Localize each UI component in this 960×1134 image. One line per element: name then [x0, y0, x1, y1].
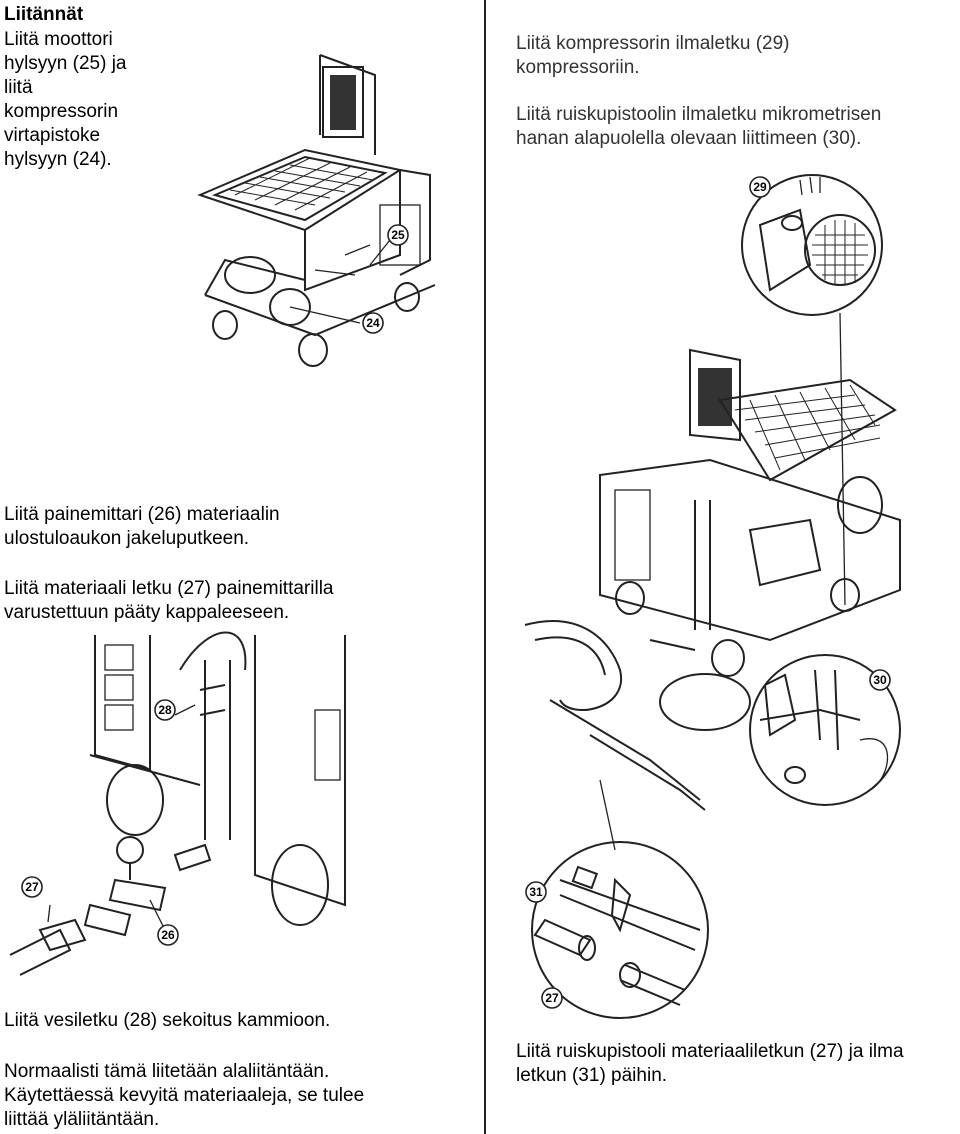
compressor-detail-illustration: 29: [741, 174, 883, 606]
svg-text:25: 25: [391, 228, 405, 242]
instruction-line: Liitä ruiskupistoolin ilmaletku mikromet…: [516, 104, 882, 125]
instruction-line: hanan alapuolella olevaan liittimeen (30…: [516, 128, 862, 149]
callout-25: 25: [387, 224, 409, 246]
instruction-line: Normaalisti tämä liitetään alaliitäntään…: [4, 1061, 330, 1082]
intro-line: Liitä moottori: [4, 29, 113, 50]
compressor-hose-instruction: Liitä kompressorin ilmaletku (29) kompre…: [516, 32, 790, 80]
instruction-line: varustettuun pääty kappaleeseen.: [4, 602, 290, 623]
instruction-line: Liitä materiaali letku (27) painemittari…: [4, 578, 334, 599]
instruction-line: kompressoriin.: [516, 57, 640, 78]
svg-text:26: 26: [161, 928, 175, 942]
machine-spray-gun-illustration: 30: [524, 348, 901, 851]
intro-text: Liitä moottori hylsyyn (25) ja liitä kom…: [4, 28, 127, 172]
spray-gun-hose-instruction: Liitä ruiskupistooli materiaaliletkun (2…: [516, 1040, 904, 1088]
instruction-line: Käytettäessä kevyitä materiaaleja, se tu…: [4, 1085, 365, 1106]
callout-27-spray-gun: 27: [541, 987, 563, 1009]
material-hose-instruction: Liitä materiaali letku (27) painemittari…: [4, 577, 333, 625]
svg-text:28: 28: [158, 703, 172, 717]
intro-line: hylsyyn (24).: [4, 149, 112, 170]
svg-text:29: 29: [753, 180, 767, 194]
intro-line: kompressorin: [4, 101, 119, 122]
section-heading: Liitännät: [4, 4, 84, 25]
svg-text:30: 30: [873, 673, 887, 687]
spray-gun-detail-illustration: 31 27: [525, 841, 709, 1019]
svg-text:31: 31: [529, 885, 543, 899]
column-divider: [484, 0, 486, 1134]
machine-overview-illustration: 25 24: [197, 54, 436, 367]
callout-26: 26: [157, 924, 179, 946]
water-hose-note: Normaalisti tämä liitetään alaliitäntään…: [4, 1060, 364, 1132]
connector-detail-illustration: 28 27 26: [9, 631, 346, 976]
instruction-line: Liitä painemittari (26) materiaalin: [4, 504, 280, 525]
callout-29: 29: [749, 176, 771, 198]
callout-28: 28: [154, 699, 176, 721]
instruction-line: Liitä ruiskupistooli materiaaliletkun (2…: [516, 1041, 904, 1062]
callout-27: 27: [21, 876, 43, 898]
instruction-line: Liitä kompressorin ilmaletku (29): [516, 33, 790, 54]
intro-line: liitä: [4, 77, 33, 98]
spray-gun-air-instruction: Liitä ruiskupistoolin ilmaletku mikromet…: [516, 103, 881, 151]
callout-31: 31: [525, 881, 547, 903]
pressure-gauge-instruction: Liitä painemittari (26) materiaalin ulos…: [4, 503, 280, 551]
water-hose-instruction: Liitä vesiletku (28) sekoitus kammioon.: [4, 1010, 331, 1031]
intro-line: virtapistoke: [4, 125, 101, 146]
instruction-line: liittää yläliitäntään.: [4, 1109, 160, 1130]
callout-30: 30: [869, 669, 891, 691]
instruction-line: letkun (31) päihin.: [516, 1065, 668, 1086]
intro-line: hylsyyn (25) ja: [4, 53, 127, 74]
callout-24: 24: [362, 312, 384, 334]
svg-text:27: 27: [545, 991, 559, 1005]
svg-text:24: 24: [366, 316, 380, 330]
instruction-line: ulostuloaukon jakeluputkeen.: [4, 528, 250, 549]
svg-text:27: 27: [25, 880, 39, 894]
